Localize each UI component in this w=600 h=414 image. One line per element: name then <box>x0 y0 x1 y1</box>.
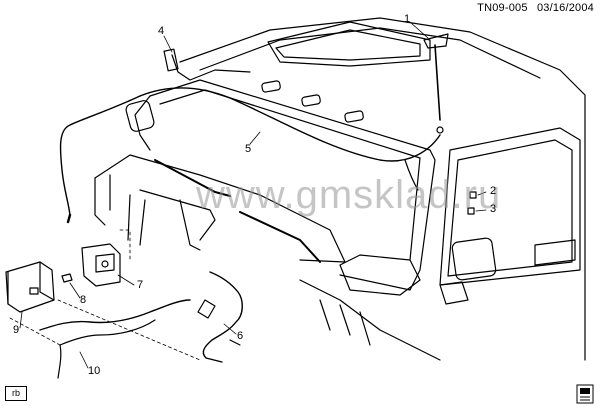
antenna-mast <box>434 44 441 121</box>
wiper-arm <box>239 211 321 263</box>
callout-10: 10 <box>88 365 101 377</box>
figure-id: TN09-005 <box>477 2 528 14</box>
leader-line <box>69 282 81 299</box>
figure-header: TN09-005 03/16/2004 <box>471 2 594 14</box>
left-cable <box>171 54 251 81</box>
callout-6: 6 <box>237 330 244 342</box>
callout-7: 7 <box>137 279 144 291</box>
leader-line <box>475 209 487 212</box>
callout-4: 4 <box>158 25 165 37</box>
callout-5: 5 <box>245 143 252 155</box>
roof-inner <box>199 27 541 79</box>
roof-outline <box>179 17 586 361</box>
leader-line <box>19 311 23 329</box>
marker-light <box>344 110 364 123</box>
windshield-frame <box>149 79 436 291</box>
right-mirror <box>451 237 497 281</box>
corner-label-box: rb <box>5 386 27 401</box>
left-mirror <box>125 100 155 132</box>
leader-line <box>79 351 89 369</box>
leader-line <box>249 131 261 145</box>
callout-8: 8 <box>80 294 87 306</box>
figure-date: 03/16/2004 <box>536 2 594 14</box>
screw <box>469 191 477 199</box>
callout-2: 2 <box>490 185 497 197</box>
leader-line <box>163 35 173 53</box>
leader-line <box>477 191 487 196</box>
callout-1: 1 <box>404 13 411 25</box>
side-window <box>439 127 581 286</box>
leader-line <box>223 323 237 335</box>
screw <box>467 207 475 215</box>
module-bracket <box>81 243 121 287</box>
antenna-cable <box>139 87 441 162</box>
sunroof <box>267 21 431 67</box>
dashboard <box>94 154 346 263</box>
door-handle <box>534 239 576 266</box>
marker-light <box>301 94 321 107</box>
mirror-base <box>439 281 469 305</box>
wiring-harness-main <box>39 299 191 331</box>
leader-line <box>117 274 135 286</box>
a-pillar <box>134 95 151 151</box>
marker-light <box>261 80 281 93</box>
wiper-linkage <box>139 189 216 241</box>
control-module <box>5 261 55 313</box>
document-icon <box>576 384 594 404</box>
bolt <box>61 273 73 283</box>
wiring-harness <box>202 271 243 363</box>
wiper-arm <box>154 159 231 197</box>
leader-line <box>409 21 429 39</box>
antenna-base <box>423 33 449 49</box>
hood-edge <box>339 254 421 296</box>
callout-3: 3 <box>490 203 497 215</box>
callout-9: 9 <box>13 324 20 336</box>
